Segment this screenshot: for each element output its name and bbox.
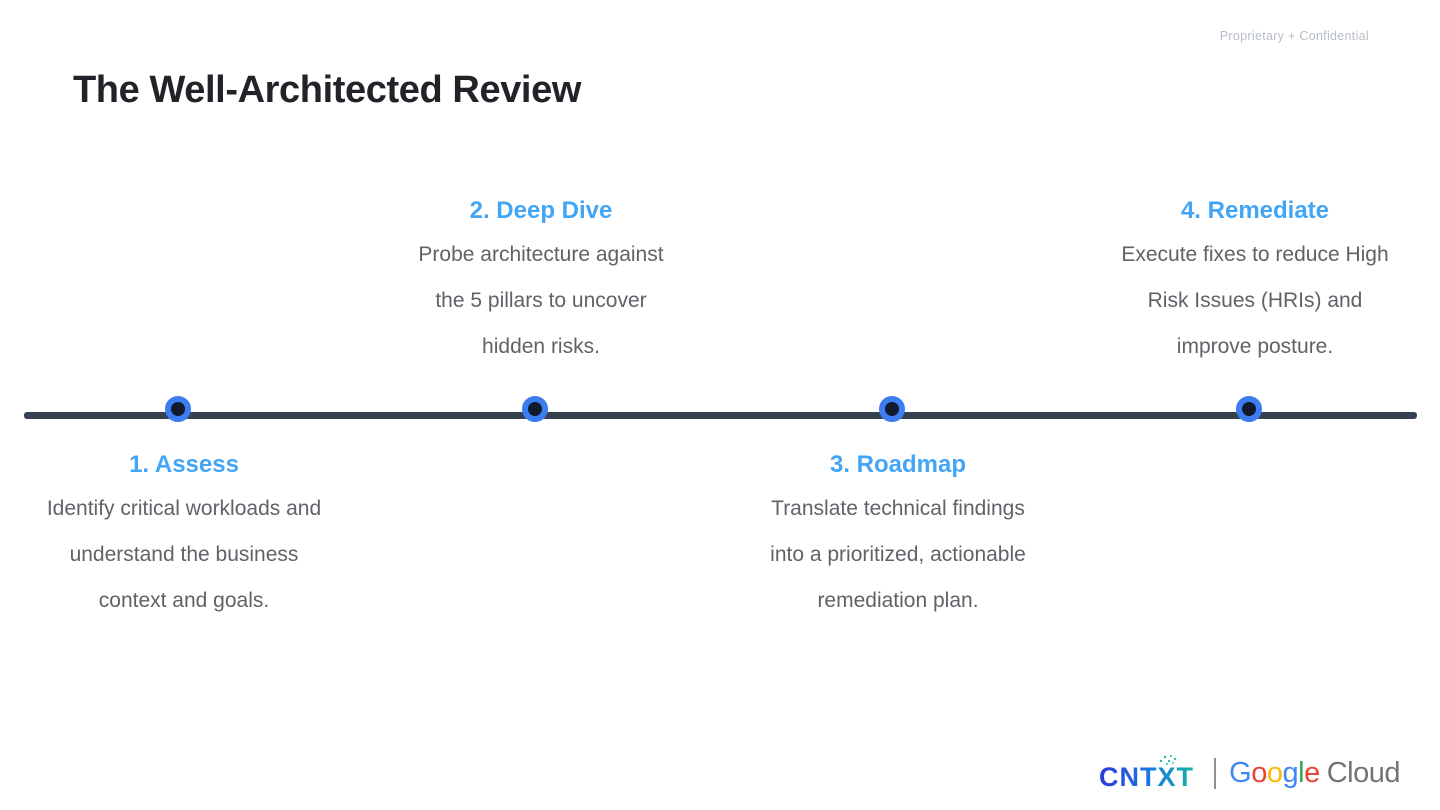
step-remediate-text-line: improve posture.	[1176, 335, 1334, 358]
timeline-node-2	[522, 396, 548, 422]
step-roadmap-label: 3. Roadmap	[829, 451, 967, 478]
step-roadmap-text-line: into a prioritized, actionable	[770, 543, 1026, 566]
step-roadmap-text-line: Translate technical findings	[771, 497, 1025, 520]
step-remediate: 4. Remediate Execute fixes to reduce Hig…	[1075, 193, 1435, 370]
step-assess: 1. Assess Identify critical workloads an…	[4, 447, 364, 624]
google-letter: G	[1229, 756, 1252, 789]
cntxt-logo: CNTXT	[1099, 755, 1194, 792]
cntxt-x-dots	[1159, 755, 1177, 765]
timeline-node-3	[879, 396, 905, 422]
step-deep-dive-text-line: Probe architecture against	[418, 243, 664, 266]
step-deep-dive: 2. Deep Dive Probe architecture against …	[361, 193, 721, 370]
confidential-label: Proprietary + Confidential	[1219, 29, 1369, 43]
google-letter: l	[1298, 756, 1305, 789]
step-assess-text-line: Identify critical workloads and	[46, 497, 322, 520]
cntxt-logo-text: CNTXT	[1099, 762, 1194, 792]
google-letter: o	[1266, 756, 1283, 789]
google-letter: e	[1304, 756, 1320, 789]
google-cloud-word: Cloud	[1326, 756, 1401, 789]
step-assess-label: 1. Assess	[129, 451, 239, 478]
timeline-line	[24, 412, 1417, 419]
step-assess-text-line: understand the business	[69, 543, 299, 566]
google-letter: g	[1282, 756, 1299, 789]
logo-divider	[1214, 757, 1217, 789]
step-remediate-text-line: Execute fixes to reduce High	[1121, 243, 1389, 266]
step-remediate-label: 4. Remediate	[1180, 197, 1330, 224]
timeline-node-4	[1236, 396, 1262, 422]
step-deep-dive-text-line: the 5 pillars to uncover	[435, 289, 647, 312]
step-roadmap-text-line: remediation plan.	[817, 589, 979, 612]
step-deep-dive-label: 2. Deep Dive	[469, 197, 613, 224]
step-roadmap: 3. Roadmap Translate technical findings …	[718, 447, 1078, 624]
page-title: The Well-Architected Review	[73, 69, 581, 111]
step-assess-text-line: context and goals.	[98, 589, 270, 612]
step-deep-dive-text-line: hidden risks.	[482, 335, 600, 358]
step-remediate-text-line: Risk Issues (HRIs) and	[1147, 289, 1363, 312]
google-letter: o	[1251, 756, 1267, 789]
timeline-node-1	[165, 396, 191, 422]
